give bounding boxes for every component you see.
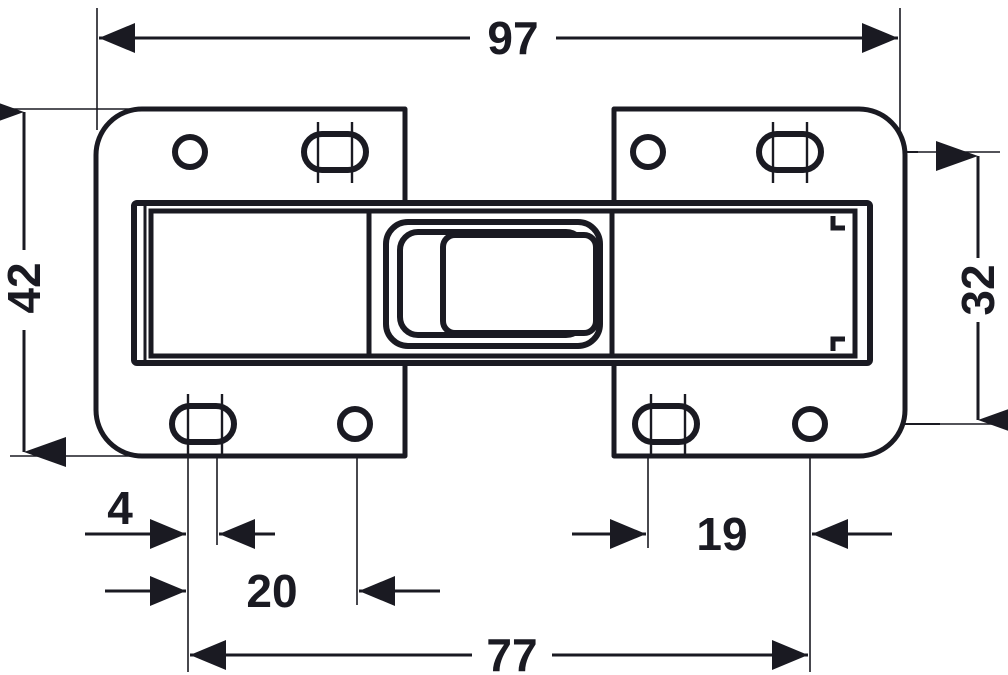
dim-label-4: 4: [107, 482, 133, 534]
dimension-inner-height: 32: [936, 141, 1008, 435]
dim-label-32: 32: [952, 264, 1004, 315]
dim-label-19: 19: [696, 508, 747, 560]
hole-bottom-right-round: [792, 406, 828, 442]
hole-bottom-left-slot: [169, 403, 237, 445]
slot-crosshair-overlays: [186, 122, 809, 455]
hinge-arm-assembly: [131, 200, 873, 366]
right-rail-inner-box: [609, 208, 858, 359]
dimension-hole-center-span: 77: [190, 629, 808, 675]
cam-front-block: [440, 232, 599, 336]
left-rail-inner-box: [148, 208, 372, 359]
dimension-overall-height: 42: [0, 97, 66, 467]
hole-top-left-round: [172, 134, 208, 170]
dim-label-42: 42: [0, 262, 50, 313]
hole-top-right-slot: [756, 131, 824, 173]
dimension-edge-offset: 4: [85, 482, 275, 549]
dimension-right-hole-spacing: 19: [572, 508, 892, 560]
hole-top-left-slot: [301, 131, 369, 173]
hole-bottom-right-slot: [632, 403, 700, 445]
hole-bottom-left-round: [337, 406, 373, 442]
dimension-hole-spacing: 20: [105, 565, 440, 617]
dimension-overall-width: 97: [99, 12, 898, 64]
dim-label-97: 97: [487, 12, 538, 64]
dim-label-20: 20: [246, 565, 297, 617]
dim-label-77: 77: [486, 629, 537, 675]
hole-top-right-round: [630, 134, 666, 170]
right-rail-notches: [830, 216, 845, 351]
